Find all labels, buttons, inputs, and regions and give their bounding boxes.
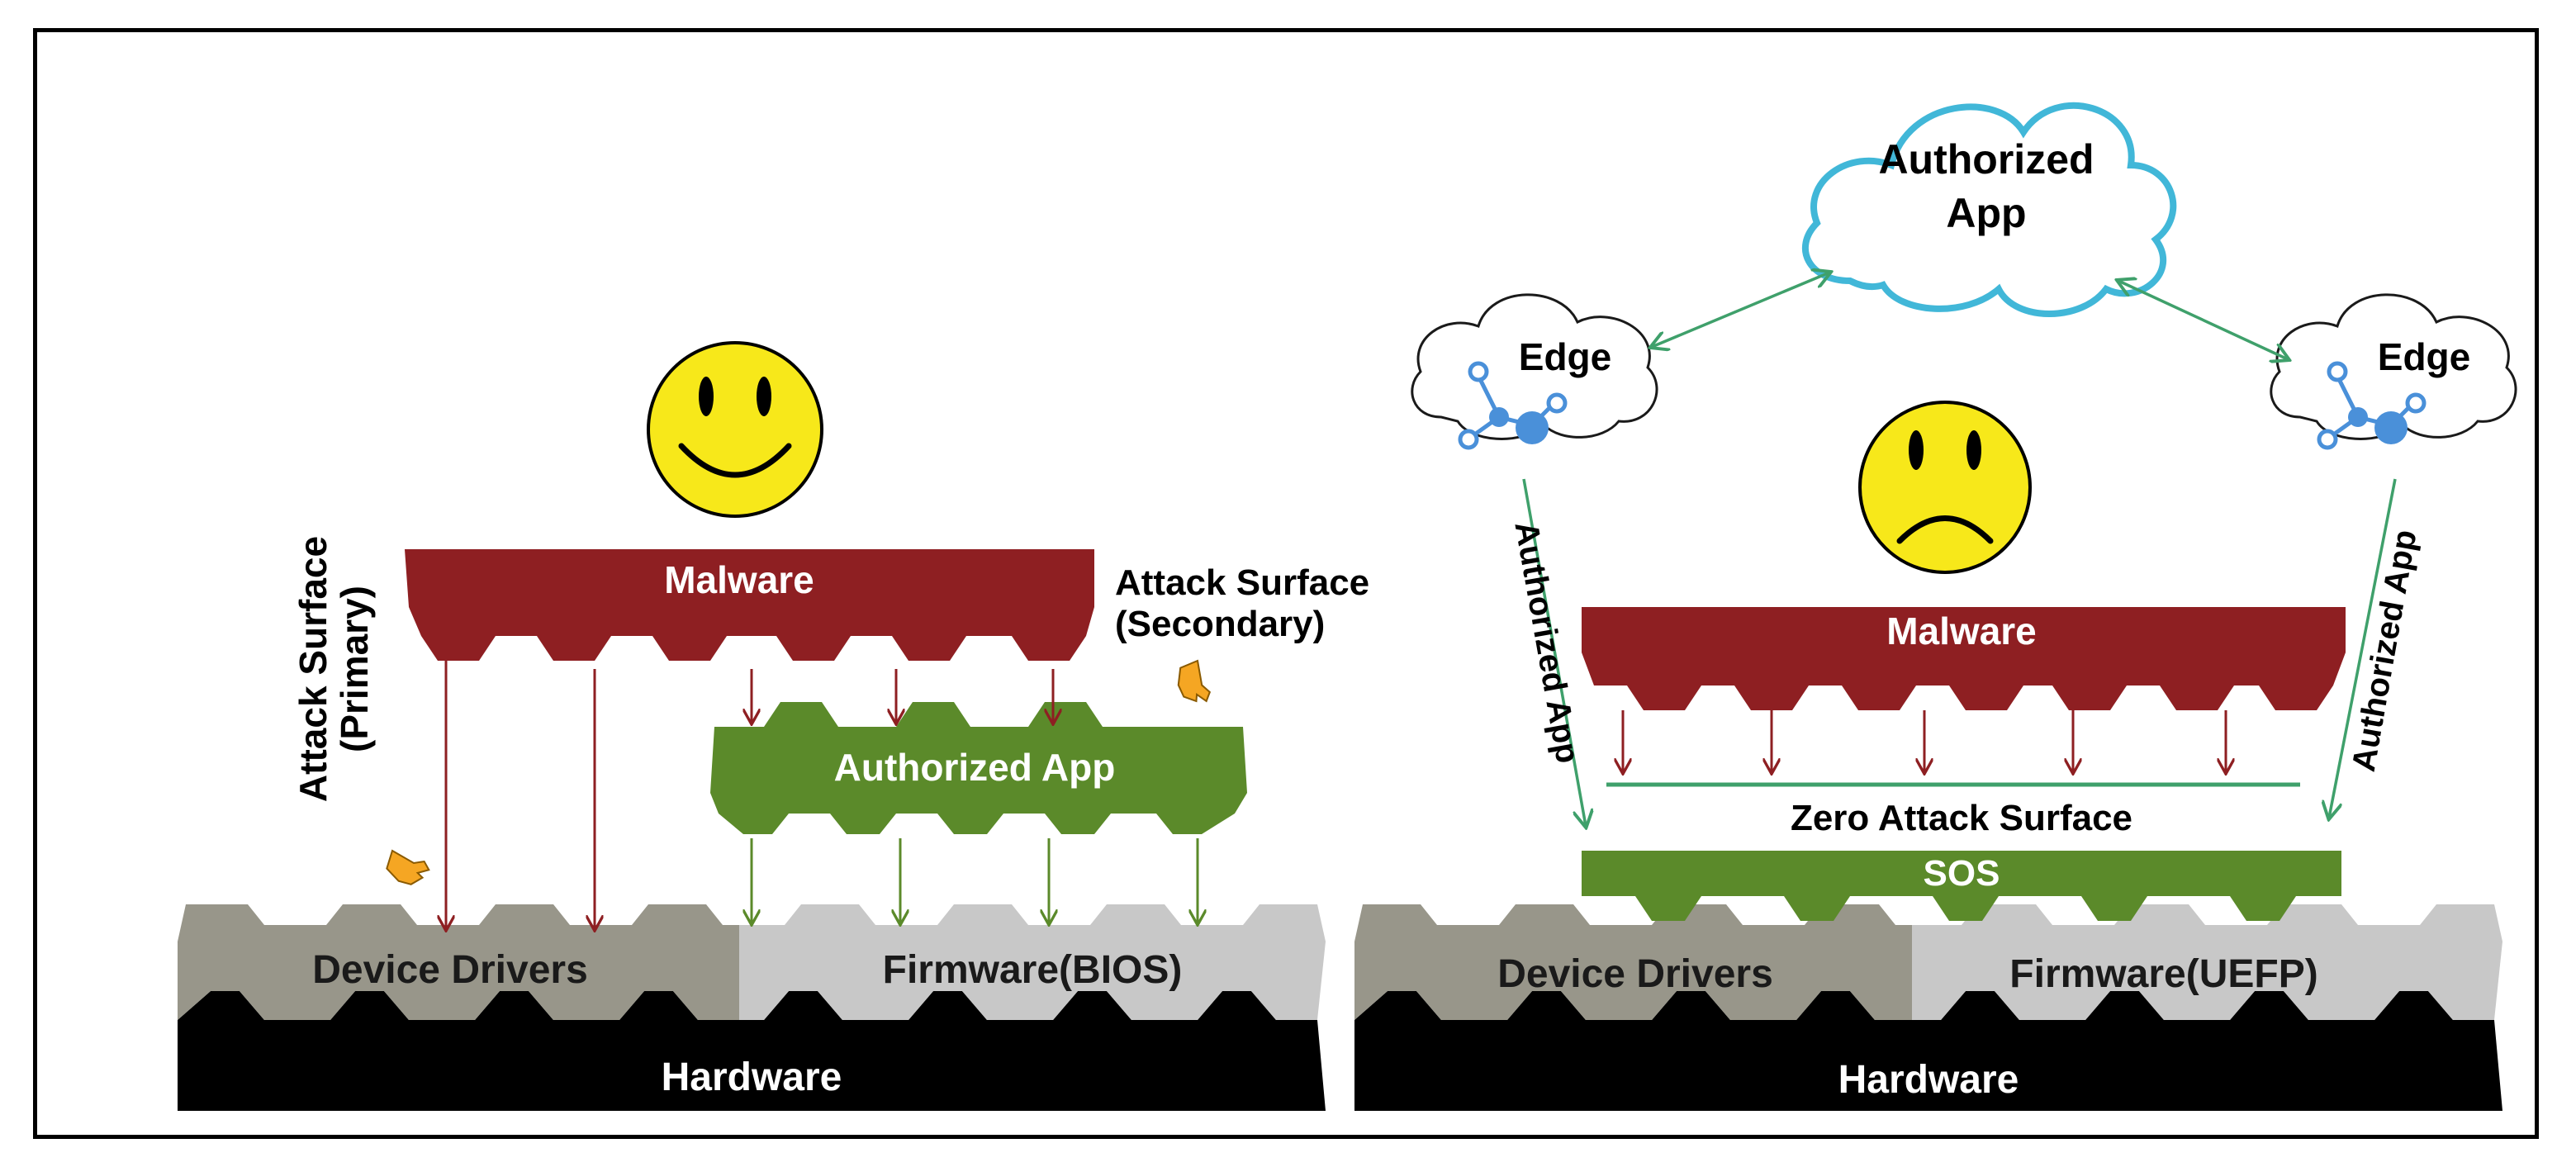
right-firmware-label: Firmware(UEFP) xyxy=(2009,952,2317,996)
network-nodes-icon xyxy=(1458,361,1568,450)
left-authorized-app-block xyxy=(710,702,1247,834)
authorized-app-cloud: Authorized App xyxy=(1801,102,2177,317)
zero-attack-surface-label: Zero Attack Surface xyxy=(1791,798,2132,838)
attack-surface-secondary-line1: Attack Surface xyxy=(1115,562,1369,603)
right-hardware-label: Hardware xyxy=(1838,1058,2019,1102)
attack-surface-primary: Attack Surface (Primary) xyxy=(292,536,376,802)
pointing-hand-icon xyxy=(1177,659,1212,703)
left-firmware-label: Firmware(BIOS) xyxy=(883,948,1183,992)
pointing-hand-icon xyxy=(386,849,430,885)
left-malware-label: Malware xyxy=(664,558,814,601)
right-firmware-block xyxy=(1912,904,2502,1020)
network-nodes-icon xyxy=(2317,361,2427,450)
edge-left-label: Edge xyxy=(1519,335,1611,378)
right-malware-label: Malware xyxy=(1886,610,2037,652)
right-panel: Hardware Device Drivers Firmware(UEFP) S… xyxy=(1354,102,2517,1111)
right-device-drivers-label: Device Drivers xyxy=(1497,952,1773,996)
attack-surface-secondary-line2: (Secondary) xyxy=(1115,604,1325,644)
left-malware-block xyxy=(405,549,1094,661)
left-authorized-app-label: Authorized App xyxy=(834,746,1116,789)
attack-surface-primary-line1: Attack Surface xyxy=(292,536,334,802)
diagram-frame xyxy=(33,28,2539,1139)
side-label-left: Authorized App xyxy=(1507,519,1586,766)
edge-cloud-right: Edge xyxy=(2270,293,2517,450)
right-hardware-block xyxy=(1354,991,2502,1111)
left-device-drivers-label: Device Drivers xyxy=(312,948,588,992)
cloud-label-line2: App xyxy=(1946,190,2026,236)
side-label-right-text: Authorized App xyxy=(2346,527,2424,774)
attack-surface-primary-line2: (Primary) xyxy=(333,586,376,752)
edge-right-label: Edge xyxy=(2378,335,2470,378)
arrow-edge-left-down xyxy=(1522,478,1586,826)
cloud-label-line1: Authorized xyxy=(1878,136,2094,183)
side-label-right: Authorized App xyxy=(2346,527,2424,774)
arrow-cloud-edge-right xyxy=(2118,281,2288,359)
side-label-left-text: Authorized App xyxy=(1507,519,1586,766)
left-firmware-block xyxy=(739,904,1326,1020)
sos-label: SOS xyxy=(1924,853,2000,894)
left-panel: Hardware Device Drivers Firmware(BIOS) M… xyxy=(178,341,1369,1111)
sad-face-icon xyxy=(1858,401,2032,574)
left-device-drivers-block xyxy=(178,904,739,1020)
arrow-edge-right-down xyxy=(2329,478,2397,818)
right-device-drivers-block xyxy=(1354,904,1912,1020)
arrow-cloud-edge-left xyxy=(1652,273,1829,347)
sos-block xyxy=(1582,851,2341,921)
edge-cloud-left: Edge xyxy=(1411,293,1658,450)
happy-face-icon xyxy=(647,341,823,518)
left-hardware-label: Hardware xyxy=(662,1056,842,1099)
right-malware-block xyxy=(1582,607,2346,710)
left-hardware-block xyxy=(178,991,1326,1111)
